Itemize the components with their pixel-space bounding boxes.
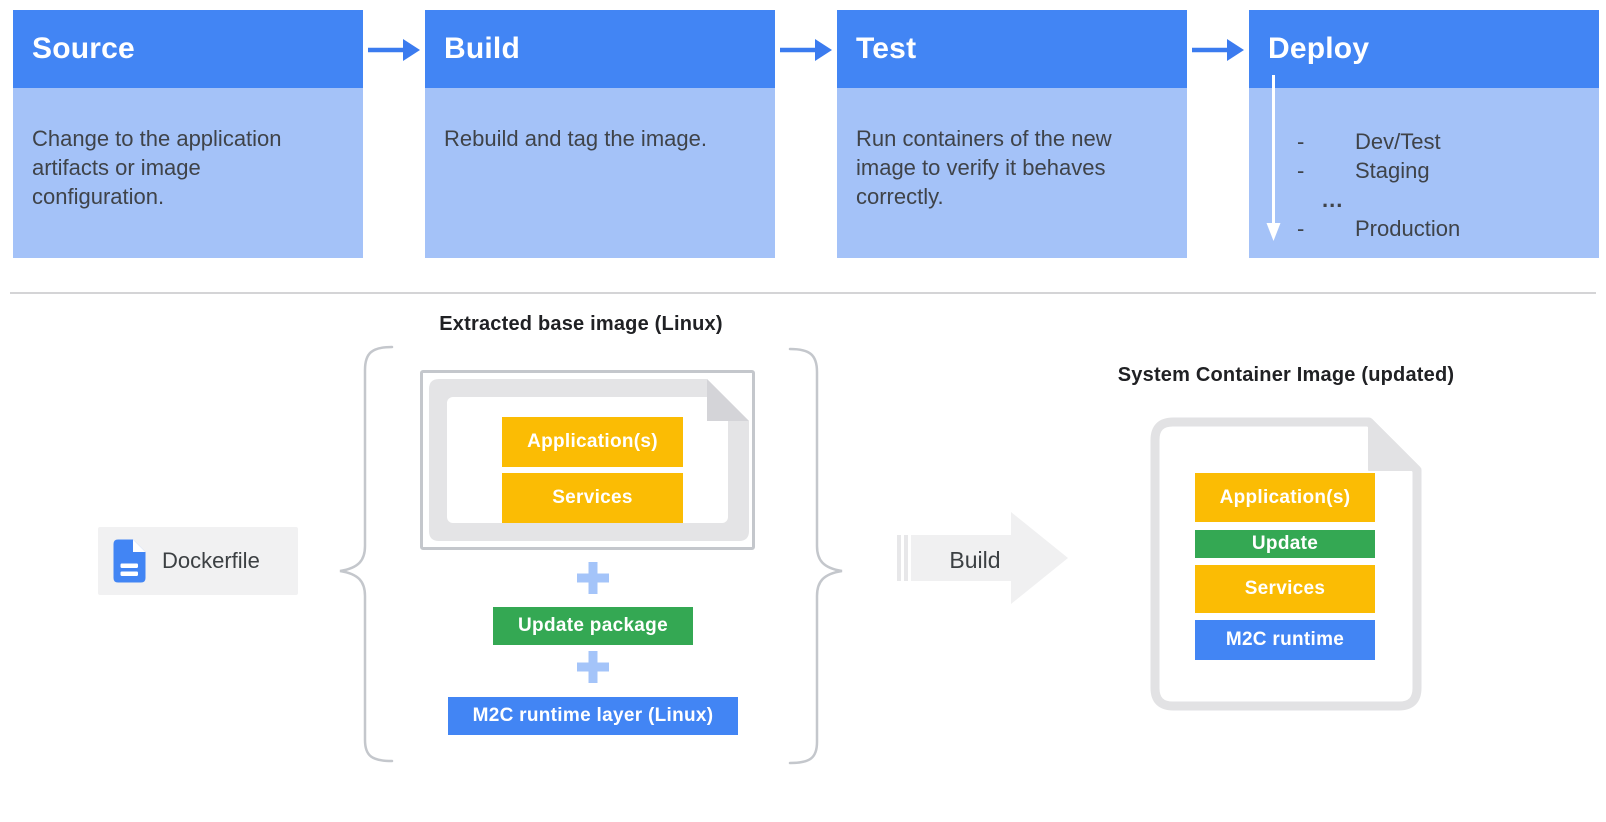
dockerfile-label: Dockerfile (162, 548, 260, 573)
layer-update: Update (1195, 530, 1375, 558)
step-test: Test Run containers of the new image to … (837, 10, 1187, 258)
step-source: Source Change to the application artifac… (13, 10, 363, 258)
extracted-base-image-title: Extracted base image (Linux) (439, 313, 723, 335)
step-source-header: Source (13, 10, 363, 88)
arrow-right-icon (368, 39, 420, 61)
step-test-body: Run containers of the new image to verif… (837, 88, 1187, 258)
step-deploy-title: Deploy (1268, 32, 1370, 65)
big-arrow-right-icon (897, 512, 1068, 604)
step-build-header: Build (425, 10, 775, 88)
brace-left-icon (339, 345, 394, 763)
build-arrow-label: Build (949, 547, 1001, 573)
deploy-environment-list: - Dev/Test - Staging ... - Production (1297, 127, 1460, 243)
brace-right-icon (788, 347, 843, 765)
list-item: - Staging (1297, 156, 1460, 185)
section-divider (10, 292, 1596, 294)
plus-icon (577, 562, 609, 594)
list-item: - Dev/Test (1297, 127, 1460, 156)
plus-icon (577, 651, 609, 683)
step-deploy-header: Deploy (1249, 10, 1599, 88)
step-source-title: Source (32, 32, 135, 65)
step-build-body: Rebuild and tag the image. (425, 88, 775, 258)
layer-applications: Application(s) (1195, 473, 1375, 522)
step-build-description: Rebuild and tag the image. (444, 126, 707, 151)
deploy-env-staging: Staging (1355, 158, 1430, 183)
step-test-title: Test (856, 32, 917, 65)
build-arrow: Build (895, 505, 1075, 611)
layer-applications: Application(s) (502, 417, 683, 467)
system-image-document-icon (1150, 417, 1422, 711)
deploy-env-devtest: Dev/Test (1355, 129, 1441, 154)
arrow-down-icon (1266, 75, 1281, 241)
dockerfile-chip: Dockerfile (98, 527, 298, 595)
layer-services: Services (502, 473, 683, 523)
list-item-ellipsis: ... (1297, 185, 1460, 214)
ellipsis-text: ... (1322, 187, 1344, 212)
step-source-description: Change to the application artifacts or i… (32, 126, 282, 209)
step-test-description: Run containers of the new image to verif… (856, 126, 1112, 209)
step-test-header: Test (837, 10, 1187, 88)
step-deploy: Deploy - Dev/Test - Staging ... - Productio… (1249, 10, 1599, 258)
arrow-right-icon (780, 39, 832, 61)
step-deploy-body (1249, 88, 1599, 258)
system-container-image-title: System Container Image (updated) (1117, 364, 1455, 386)
step-build-title: Build (444, 32, 520, 65)
step-source-body: Change to the application artifacts or i… (13, 88, 363, 258)
document-icon (113, 539, 146, 583)
deploy-env-production: Production (1355, 216, 1461, 241)
step-build: Build Rebuild and tag the image. (425, 10, 775, 258)
layer-m2c-runtime: M2C runtime (1195, 620, 1375, 660)
list-bullet: - (1297, 216, 1305, 241)
m2c-runtime-layer-bar: M2C runtime layer (Linux) (448, 697, 738, 735)
arrow-right-icon (1192, 39, 1244, 61)
list-bullet: - (1297, 129, 1305, 154)
list-bullet: - (1297, 158, 1305, 183)
list-item: - Production (1297, 214, 1460, 243)
update-package-bar: Update package (493, 607, 693, 645)
layer-services: Services (1195, 565, 1375, 613)
